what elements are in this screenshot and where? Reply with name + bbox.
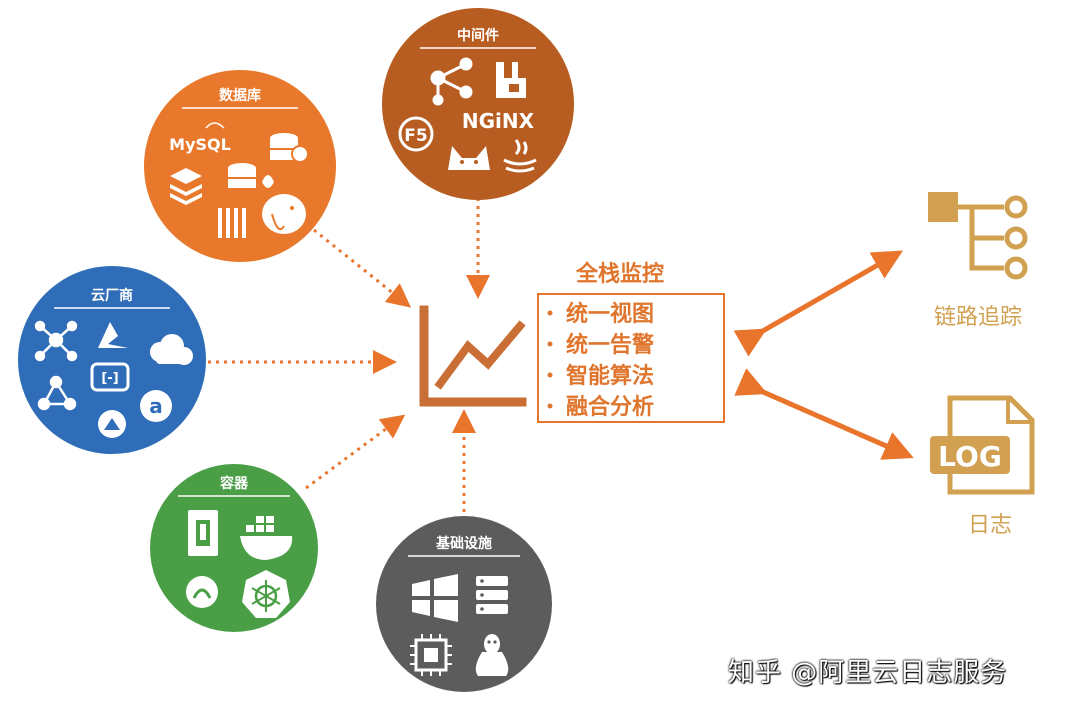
clickhouse-icon (218, 208, 246, 238)
service-icon (186, 576, 218, 608)
svg-text:[-]: [-] (101, 371, 118, 386)
tencent-nodes-icon (37, 375, 77, 411)
mysql-logo: MySQL (169, 135, 231, 154)
log-icon: LOG (930, 395, 1035, 495)
postgresql-icon (262, 194, 306, 234)
middleware-title: 中间件 (457, 27, 499, 44)
database-icon (228, 133, 309, 188)
cloud-icon (98, 410, 126, 438)
linux-icon (475, 634, 509, 676)
feature-list: 统一视图 统一告警 智能算法 融合分析 (547, 301, 654, 420)
nodes-icon (430, 57, 473, 106)
monitoring-chart-icon (419, 305, 527, 407)
feature-item: 智能算法 (566, 363, 654, 389)
cloud-title: 云厂商 (91, 287, 133, 304)
cloud-circle: 云厂商 [-] a (18, 266, 206, 454)
tracing-label: 链路追踪 (934, 305, 1022, 330)
svg-text:LOG: LOG (938, 440, 1002, 473)
log-label: 日志 (968, 513, 1012, 538)
svg-text:a: a (149, 394, 163, 418)
redis-icon (170, 168, 202, 205)
feature-item: 统一告警 (566, 332, 654, 358)
container-icon (188, 510, 218, 556)
network-icon (34, 320, 78, 362)
output-arrows (733, 250, 914, 460)
dolphin-icon (205, 122, 225, 129)
arrow-tracing (733, 250, 904, 357)
tomcat-icon (448, 146, 490, 170)
dotted-connectors (208, 198, 490, 512)
feature-item: 统一视图 (566, 301, 654, 327)
connector-database (313, 228, 412, 308)
database-title: 数据库 (219, 87, 261, 104)
server-icon (476, 576, 508, 614)
azure-icon (98, 322, 128, 348)
center-title: 全栈监控 (575, 261, 664, 287)
database-circle: 数据库 MySQL (144, 70, 336, 262)
aliyun-icon: [-] (90, 362, 130, 392)
svg-text:F5: F5 (404, 126, 427, 146)
feature-box (537, 293, 725, 423)
windows-icon (412, 574, 458, 622)
middleware-circle: 中间件 F5 NGiNX (382, 8, 574, 200)
cpu-icon (410, 634, 452, 676)
java-icon (503, 139, 537, 173)
container-title: 容器 (219, 475, 249, 492)
tencent-icon (150, 334, 193, 365)
arrow-log (734, 368, 914, 460)
kafka-icon (496, 62, 526, 98)
infra-title: 基础设施 (436, 535, 492, 552)
nginx-logo: NGiNX (462, 109, 535, 133)
connector-container (305, 414, 406, 490)
docker-icon (240, 516, 293, 560)
infra-circle: 基础设施 (376, 516, 552, 692)
watermark: 知乎 @阿里云日志服务 (728, 658, 1008, 688)
kubernetes-icon (242, 570, 290, 618)
feature-item: 融合分析 (566, 394, 654, 420)
container-circle: 容器 (150, 464, 318, 632)
f5-icon: F5 (398, 116, 434, 152)
amazon-icon: a (140, 390, 172, 422)
tracing-icon (928, 192, 1028, 280)
